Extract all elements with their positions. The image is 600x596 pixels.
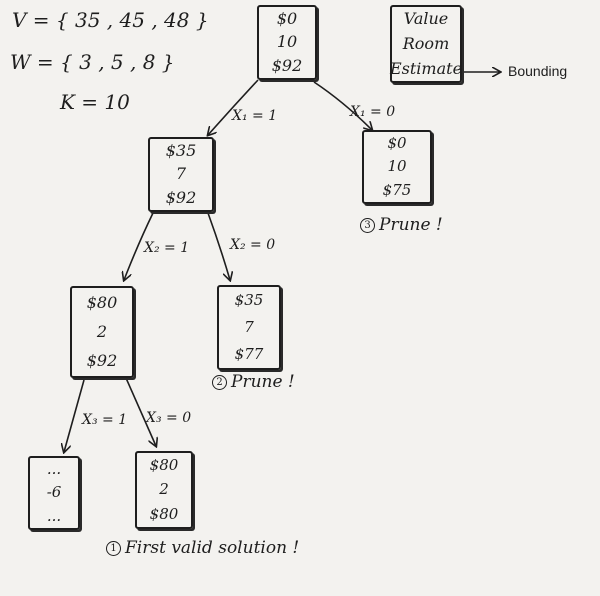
root-estimate: $92 bbox=[271, 56, 303, 76]
root-node: $0 10 $92 bbox=[257, 5, 317, 80]
node-x2-include-value: $80 bbox=[86, 292, 118, 312]
edge-label-x1-1: X₁ = 1 bbox=[232, 108, 278, 124]
edge-label-x1-0: X₁ = 0 bbox=[350, 104, 396, 120]
node-x3-exclude-estimate: $80 bbox=[149, 505, 179, 524]
node-x3-exclude-room: 2 bbox=[159, 480, 169, 499]
weights-set: W = { 3 , 5 , 8 } bbox=[10, 50, 175, 74]
node-x1-exclude-room: 10 bbox=[387, 157, 407, 176]
node-x2-include: $80 2 $92 bbox=[70, 286, 134, 378]
node-x1-exclude: $0 10 $75 bbox=[362, 130, 432, 204]
node-x3-include-room: -6 bbox=[46, 483, 62, 502]
edge-label-x3-0: X₃ = 0 bbox=[146, 410, 192, 426]
root-room: 10 bbox=[276, 32, 298, 52]
note-prune-2-text: Prune ! bbox=[231, 372, 295, 392]
node-x2-exclude: $35 7 $77 bbox=[217, 285, 281, 370]
node-x1-include-value: $35 bbox=[165, 140, 197, 160]
node-x1-include-room: 7 bbox=[175, 164, 187, 184]
node-x2-include-estimate: $92 bbox=[86, 351, 118, 371]
edge-n11-to-n112 bbox=[125, 377, 156, 446]
note-first-solution-text: First valid solution ! bbox=[125, 538, 300, 558]
capacity: K = 10 bbox=[60, 90, 130, 114]
legend-value-label: Value bbox=[403, 9, 449, 29]
note-prune-2: 2 Prune ! bbox=[212, 372, 295, 392]
edge-label-x2-0: X₂ = 0 bbox=[230, 237, 276, 253]
edge-n11-to-n111 bbox=[64, 379, 85, 452]
edge-n1-to-n11 bbox=[124, 212, 154, 280]
node-x1-exclude-value: $0 bbox=[387, 134, 407, 153]
values-set: V = { 35 , 45 , 48 } bbox=[12, 8, 209, 32]
edge-root-to-n1 bbox=[208, 79, 259, 135]
node-x3-exclude: $80 2 $80 bbox=[135, 451, 193, 529]
node-x3-include-value: ... bbox=[46, 460, 62, 479]
note-prune-3: 3 Prune ! bbox=[360, 215, 443, 235]
node-x2-exclude-estimate: $77 bbox=[234, 345, 264, 363]
edge-n1-to-n12 bbox=[207, 212, 230, 280]
note-prune-3-text: Prune ! bbox=[379, 215, 443, 235]
node-x2-exclude-room: 7 bbox=[244, 318, 254, 336]
step-number-1: 1 bbox=[106, 541, 121, 556]
edge-label-x3-1: X₃ = 1 bbox=[82, 412, 128, 428]
node-x1-include-estimate: $92 bbox=[165, 188, 197, 208]
legend-estimate-label: Estimate bbox=[389, 58, 463, 78]
node-x3-include: ... -6 ... bbox=[28, 456, 80, 530]
node-x2-include-room: 2 bbox=[96, 321, 108, 341]
node-x2-exclude-value: $35 bbox=[234, 291, 264, 309]
edge-label-x2-1: X₂ = 1 bbox=[144, 240, 190, 256]
bounding-label: Bounding bbox=[508, 63, 568, 79]
step-number-3: 3 bbox=[360, 218, 375, 233]
node-x1-exclude-estimate: $75 bbox=[382, 180, 412, 199]
step-number-2: 2 bbox=[212, 375, 227, 390]
note-first-solution: 1 First valid solution ! bbox=[106, 538, 299, 558]
root-value: $0 bbox=[276, 8, 298, 28]
node-x3-include-estimate: ... bbox=[46, 506, 62, 525]
legend-room-label: Room bbox=[402, 33, 450, 53]
node-x3-exclude-value: $80 bbox=[149, 455, 179, 474]
edge-root-to-n2 bbox=[313, 81, 372, 130]
legend-node: Value Room Estimate bbox=[390, 5, 462, 83]
node-x1-include: $35 7 $92 bbox=[148, 137, 214, 212]
